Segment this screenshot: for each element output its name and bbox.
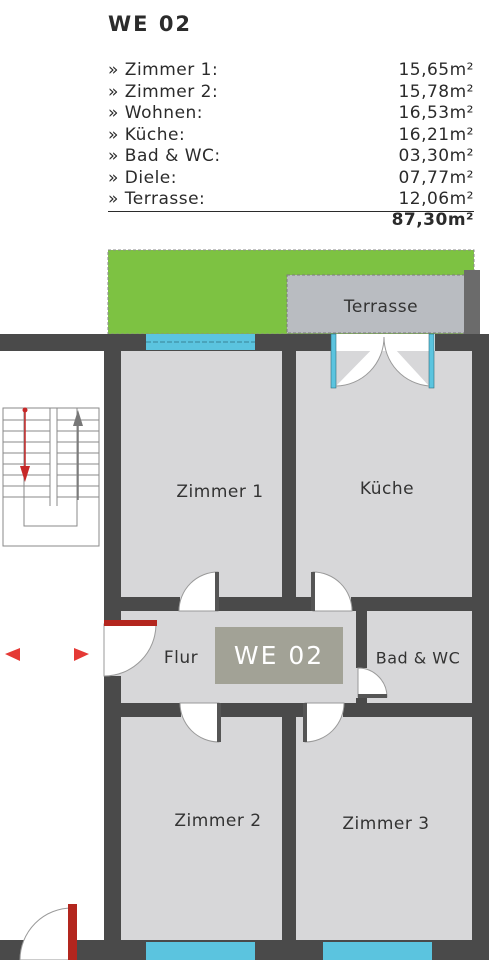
area-label: » Terrasse: [108, 189, 206, 209]
area-label: » Wohnen: [108, 103, 204, 123]
stair-door-swing [19, 907, 73, 960]
door-swing-z2 [179, 702, 220, 743]
area-value: 15,78m² [398, 81, 474, 102]
area-value: 12,06m² [398, 189, 474, 209]
area-value: 15,65m² [398, 60, 474, 80]
area-row-terrasse: » Terrasse: 12,06m² [108, 189, 474, 212]
door-leaf-z1 [215, 572, 219, 611]
area-value: 16,21m² [398, 124, 474, 145]
door-swing-right [383, 336, 430, 387]
room-label-zimmer1: Zimmer 1 [176, 482, 264, 502]
door-swing-z3 [304, 702, 345, 743]
room-label-bad: Bad & WC [375, 648, 461, 668]
stair-start-dot [22, 407, 28, 413]
door-swing-z1 [178, 571, 219, 612]
floor-zimmer3 [296, 717, 472, 940]
area-label: » Bad & WC: [108, 146, 221, 166]
door-leaf-bad [358, 694, 387, 698]
room-label-kueche: Küche [359, 479, 415, 499]
stair-door-leaf [68, 904, 77, 960]
area-value: 16,53m² [398, 103, 474, 123]
area-table: » Zimmer 1: 15,65m² » Zimmer 2: 15,78m² … [108, 60, 474, 230]
window-zimmer2 [146, 942, 255, 960]
area-row-zimmer1: » Zimmer 1: 15,65m² [108, 60, 474, 82]
floor-zimmer1 [121, 351, 282, 597]
area-row-kueche: » Küche: 16,21m² [108, 125, 474, 147]
door-frame-right [428, 333, 435, 389]
area-label: » Küche: [108, 124, 186, 145]
terrace-wall [464, 270, 480, 334]
area-total: 87,30m² [391, 210, 474, 230]
area-row-bad: » Bad & WC: 03,30m² [108, 146, 474, 168]
area-row-diele: » Diele: 07,77m² [108, 168, 474, 190]
entrance-door-leaf [104, 620, 157, 626]
window-zimmer3 [323, 942, 432, 960]
stair-down-arrow-icon [20, 466, 30, 482]
area-value: 03,30m² [398, 146, 474, 166]
arrow-left-icon [5, 648, 20, 661]
arrow-right-icon [74, 648, 89, 661]
door-frame-left [330, 333, 337, 389]
door-swing-kueche [312, 571, 353, 612]
floor-kueche [296, 351, 472, 597]
area-label: » Diele: [108, 167, 177, 188]
area-value: 07,77m² [398, 167, 474, 188]
unit-badge: WE 02 [215, 627, 343, 684]
staircase [2, 407, 100, 547]
door-leaf-z3 [303, 703, 307, 742]
floor-zimmer2 [121, 717, 282, 940]
unit-title: WE 02 [108, 12, 193, 36]
room-label-terrasse: Terrasse [343, 297, 419, 317]
area-label: » Zimmer 2: [108, 81, 219, 102]
area-row-wohnen: » Wohnen: 16,53m² [108, 103, 474, 125]
door-leaf-z2 [217, 703, 221, 742]
stair-up-arrow-icon [73, 410, 83, 426]
door-leaf-kueche [311, 572, 315, 611]
room-label-flur: Flur [163, 648, 199, 668]
area-label: » Zimmer 1: [108, 60, 219, 80]
window-zimmer1 [146, 334, 255, 350]
terrace-area [286, 274, 466, 334]
room-label-zimmer3: Zimmer 3 [342, 814, 430, 834]
room-label-zimmer2: Zimmer 2 [174, 811, 262, 831]
area-row-zimmer2: » Zimmer 2: 15,78m² [108, 82, 474, 104]
top-wall-left [0, 334, 104, 351]
door-swing-left [335, 336, 385, 387]
